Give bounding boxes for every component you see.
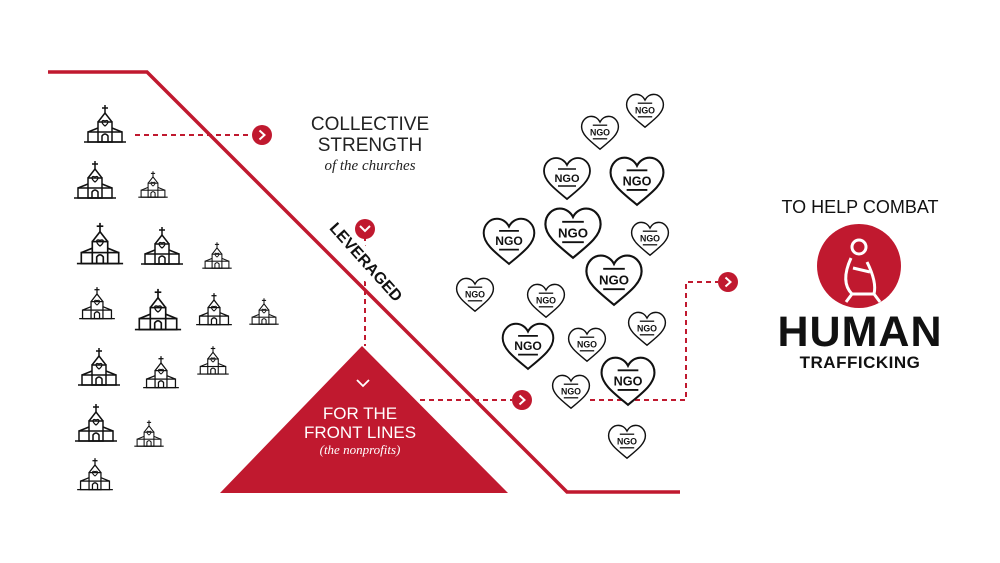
- arrow-right-circle-icon: [251, 124, 273, 146]
- front-lines-triangle: [220, 346, 508, 493]
- ngo-hearts: NGO NGO NGO NGO NGO NGO NGO NGO NGO NGO NGO NGO NGO N…: [455, 93, 670, 459]
- chevron-down-icon: [356, 379, 370, 388]
- ngo-label: NGO: [640, 234, 660, 244]
- ngo-heart-icon: NGO: [543, 157, 591, 200]
- collective-line-1: COLLECTIVE: [310, 114, 430, 135]
- ngo-label: NGO: [465, 290, 485, 300]
- ngo-heart-icon: NGO: [580, 115, 620, 150]
- church-icon: [201, 241, 233, 269]
- ngo-heart-icon: NGO: [544, 207, 602, 259]
- ngo-heart-icon: NGO: [630, 221, 670, 256]
- ngo-label: NGO: [614, 374, 643, 388]
- front-lines-label: FOR THE FRONT LINES (the nonprofits): [260, 404, 460, 458]
- church-icon: [73, 160, 117, 199]
- collective-line-2: STRENGTH: [317, 135, 423, 156]
- ngo-label: NGO: [599, 272, 629, 287]
- ngo-heart-icon: NGO: [501, 322, 555, 370]
- ngo-label: NGO: [554, 173, 580, 185]
- chevron-down-icon: [355, 219, 375, 239]
- collective-subtitle: of the churches: [324, 158, 416, 174]
- arrow-right-circle-icon: [717, 271, 739, 293]
- church-icon: [134, 288, 182, 331]
- ngo-heart-icon: NGO: [567, 327, 607, 362]
- church-icon: [140, 226, 184, 265]
- ngo-heart-icon: NGO: [609, 156, 665, 206]
- church-icon: [77, 347, 121, 386]
- church-icon: [83, 104, 127, 143]
- seated-person-icon: [817, 224, 901, 308]
- ngo-label: NGO: [635, 106, 655, 116]
- church-icon: [195, 292, 233, 326]
- ngo-heart-icon: NGO: [607, 424, 647, 459]
- ngo-label: NGO: [577, 340, 597, 350]
- church-icon: [142, 355, 180, 389]
- ngo-label: NGO: [536, 296, 556, 306]
- step-divider-line: [48, 70, 680, 494]
- church-icon: [78, 286, 116, 320]
- ngo-heart-icon: NGO: [625, 93, 665, 128]
- ngo-label: NGO: [495, 234, 523, 248]
- trafficking-heading: TRAFFICKING: [799, 353, 921, 372]
- to-help-combat-label: TO HELP COMBAT: [781, 197, 939, 217]
- church-icon: [137, 170, 169, 198]
- connector-outcome: [590, 281, 718, 401]
- church-icon: [74, 403, 118, 442]
- ngo-heart-icon: NGO: [482, 217, 536, 265]
- ngo-label: NGO: [558, 225, 588, 240]
- human-heading: HUMAN: [777, 308, 943, 356]
- ngo-heart-icon: NGO: [455, 277, 495, 312]
- church-icons: [73, 104, 280, 491]
- ngo-heart-icon: NGO: [600, 356, 656, 406]
- ngo-label: NGO: [623, 174, 652, 188]
- church-icon: [133, 419, 165, 447]
- ngo-label: NGO: [617, 437, 637, 447]
- ngo-heart-icon: NGO: [551, 374, 591, 409]
- ngo-heart-icon: NGO: [627, 311, 667, 346]
- ngo-heart-icon: NGO: [585, 254, 643, 306]
- front-lines-line-1: FOR THE: [322, 404, 398, 423]
- ngo-label: NGO: [637, 324, 657, 334]
- ngo-label: NGO: [561, 387, 581, 397]
- ngo-heart-icon: NGO: [526, 283, 566, 318]
- collective-strength-heading: COLLECTIVE STRENGTH of the churches: [290, 114, 450, 176]
- church-icon: [248, 297, 280, 325]
- front-lines-subtitle: (the nonprofits): [319, 442, 401, 457]
- church-icon: [76, 222, 124, 265]
- church-icon: [76, 457, 114, 491]
- church-icon: [196, 345, 230, 375]
- front-lines-line-2: FRONT LINES: [303, 423, 417, 442]
- ngo-label: NGO: [590, 128, 610, 138]
- arrow-right-circle-icon: [511, 389, 533, 411]
- ngo-label: NGO: [514, 339, 542, 353]
